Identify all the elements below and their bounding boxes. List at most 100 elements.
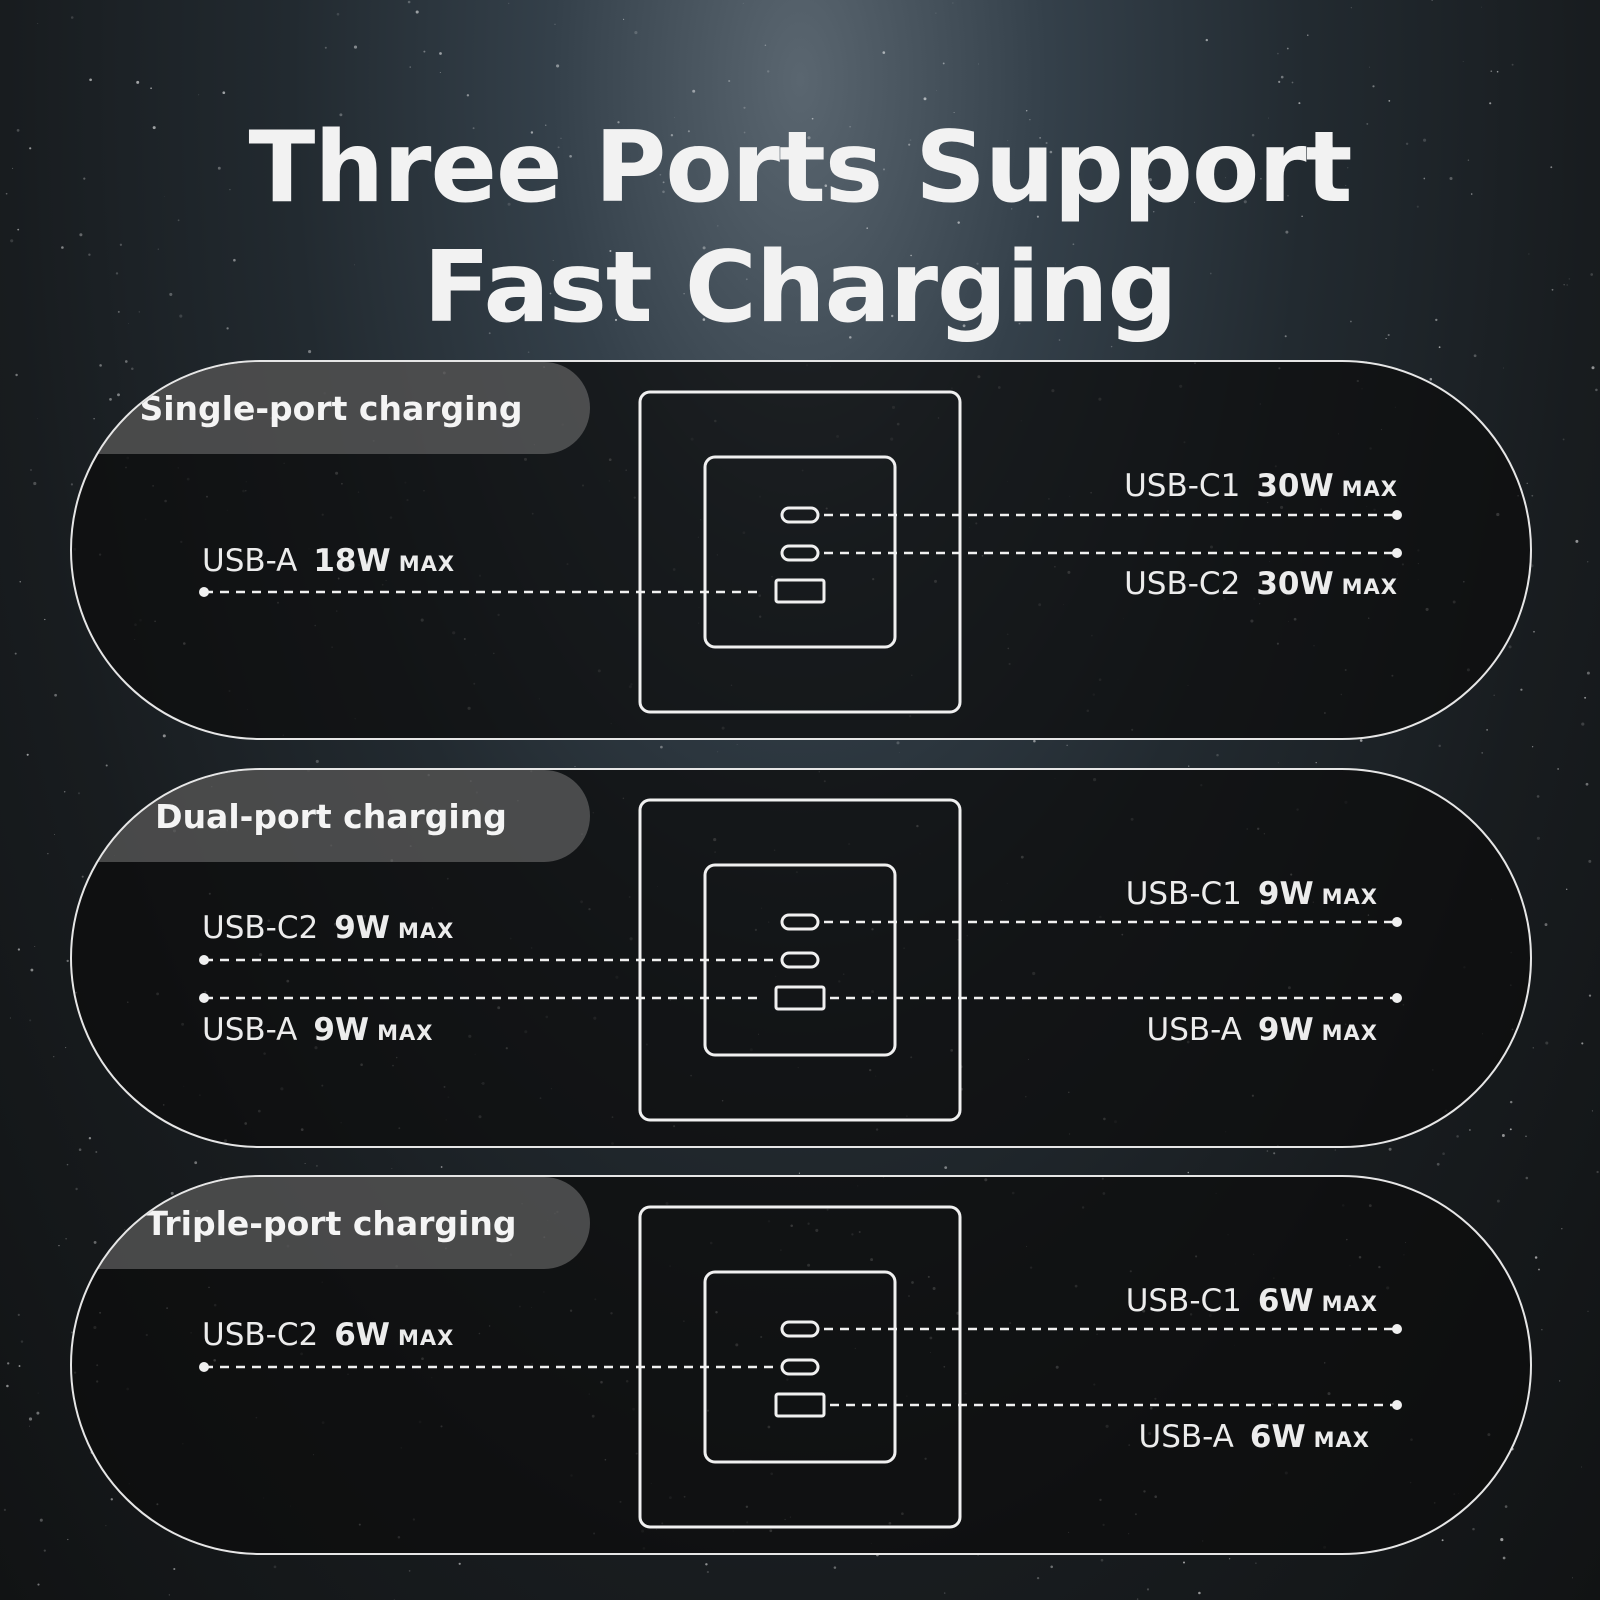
- star: [1036, 1576, 1040, 1580]
- star: [67, 1538, 69, 1541]
- star: [54, 834, 55, 835]
- star: [1072, 243, 1075, 246]
- star: [168, 1594, 170, 1596]
- star: [1566, 284, 1568, 286]
- star: [407, 0, 411, 4]
- star: [872, 187, 874, 189]
- star: [95, 1151, 98, 1153]
- star: [466, 94, 470, 97]
- star: [1508, 645, 1512, 649]
- usb-c-port-icon: [780, 1358, 820, 1376]
- star: [1209, 272, 1212, 275]
- star: [1591, 1110, 1593, 1112]
- star: [7, 1362, 10, 1365]
- star: [17, 948, 21, 951]
- star: [866, 227, 868, 229]
- usb-a-port-icon: [774, 985, 826, 1011]
- star: [1588, 859, 1592, 863]
- star: [12, 167, 14, 169]
- star: [1033, 739, 1036, 743]
- star: [552, 259, 554, 262]
- star: [1587, 1310, 1589, 1312]
- star: [1284, 335, 1287, 338]
- star: [162, 734, 166, 738]
- star: [1469, 1129, 1471, 1131]
- star: [217, 166, 221, 170]
- star: [560, 137, 562, 139]
- star: [545, 124, 547, 126]
- single-port-tag: Single-port charging: [72, 362, 590, 454]
- star: [978, 63, 979, 65]
- port-name: USB-A: [1138, 1419, 1234, 1455]
- star: [81, 875, 84, 878]
- star: [614, 318, 618, 322]
- star: [1277, 52, 1279, 55]
- star: [811, 117, 814, 120]
- max-badge: MAX: [1321, 1292, 1378, 1316]
- star: [1018, 322, 1021, 325]
- star: [554, 23, 556, 25]
- port-name: USB-C1: [1124, 468, 1241, 504]
- star: [1557, 768, 1559, 770]
- port-wattage: 6W: [334, 1317, 390, 1353]
- star: [1146, 1588, 1150, 1591]
- port-name: USB-A: [1146, 1012, 1242, 1048]
- line-endpoint: [199, 587, 209, 597]
- star: [1049, 150, 1053, 154]
- star: [1528, 253, 1530, 255]
- star: [1347, 167, 1349, 169]
- star: [1503, 367, 1504, 369]
- star: [659, 173, 662, 176]
- star: [70, 16, 74, 19]
- star: [229, 188, 231, 191]
- star: [28, 1417, 33, 1421]
- star: [20, 1340, 24, 1343]
- star: [843, 160, 845, 162]
- star: [14, 652, 17, 655]
- star: [1500, 1538, 1504, 1542]
- star: [1029, 197, 1031, 199]
- star: [1591, 366, 1595, 370]
- star: [1584, 696, 1587, 699]
- star: [1051, 269, 1053, 271]
- star: [1562, 438, 1565, 441]
- star: [488, 332, 491, 335]
- line-endpoint: [1392, 917, 1402, 927]
- star: [993, 161, 997, 165]
- port-wattage: 18W: [313, 543, 391, 579]
- port-name: USB-A: [202, 543, 298, 579]
- max-badge: MAX: [1321, 885, 1378, 909]
- star: [304, 1163, 306, 1164]
- star: [569, 154, 572, 158]
- star: [692, 89, 696, 93]
- star: [1315, 761, 1317, 764]
- star: [1266, 1150, 1269, 1152]
- star: [17, 228, 20, 231]
- star: [110, 1498, 113, 1501]
- star: [1243, 200, 1247, 204]
- star: [1148, 178, 1152, 182]
- star: [1255, 1562, 1257, 1564]
- port-name: USB-C2: [1124, 566, 1241, 602]
- star: [1278, 80, 1281, 83]
- star: [423, 50, 426, 53]
- star: [952, 2, 954, 4]
- star: [17, 1313, 20, 1317]
- star: [1216, 753, 1219, 757]
- star: [1065, 161, 1069, 164]
- star: [1345, 184, 1347, 186]
- star: [19, 581, 21, 583]
- star: [26, 753, 29, 756]
- star: [557, 146, 560, 149]
- port-name: USB-C1: [1125, 876, 1242, 912]
- star: [662, 181, 665, 184]
- star: [1470, 193, 1473, 195]
- star: [1496, 1199, 1500, 1203]
- star: [315, 1164, 318, 1167]
- star: [1442, 1152, 1445, 1155]
- line-endpoint: [1392, 1400, 1402, 1410]
- star: [764, 44, 767, 47]
- star: [117, 310, 120, 313]
